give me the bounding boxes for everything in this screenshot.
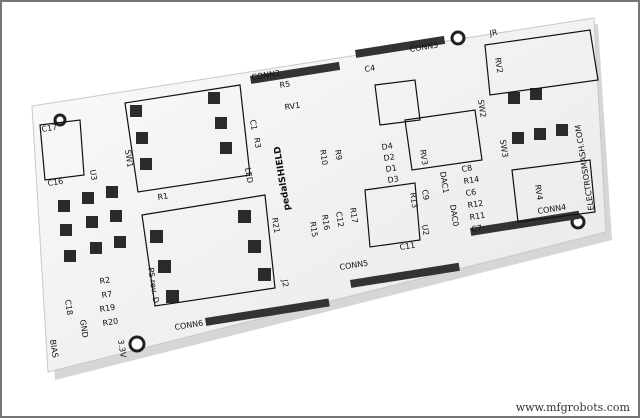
label-r21: R21: [270, 217, 281, 234]
label-c4: C4: [364, 63, 376, 74]
label-r12: R12: [467, 199, 484, 210]
label-sw2: SW2: [476, 99, 488, 118]
label-c16: C16: [47, 177, 64, 188]
label-c1: C1: [248, 119, 259, 131]
label-sw3: SW3: [498, 139, 510, 158]
label-jr: JR: [488, 28, 499, 38]
label-c7: C7: [471, 223, 483, 234]
label-rv1: RV1: [284, 101, 301, 112]
label-r1: R1: [157, 191, 169, 202]
pads: [58, 88, 568, 303]
label-u3: U3: [88, 169, 99, 181]
label-dac0: DAC0: [448, 204, 460, 227]
label-conn6: CONN6: [174, 319, 204, 332]
label-r11: R11: [469, 211, 486, 222]
label-r10: R10: [318, 149, 329, 166]
label-j2: J2: [280, 278, 290, 288]
label-d4: D4: [381, 141, 394, 152]
label-d2: D2: [383, 152, 396, 163]
label-r7: R7: [101, 289, 113, 300]
label-sw1: SW1: [123, 149, 135, 168]
label-rv4: RV4: [533, 184, 544, 201]
silkscreen-outlines: [39, 29, 599, 307]
label-3v3: 3.3V: [116, 339, 128, 359]
label-r14: R14: [463, 175, 480, 186]
label-gnd: GND: [78, 319, 90, 339]
label-r19: R19: [99, 303, 116, 314]
label-d3: D3: [387, 174, 400, 185]
label-rv3: RV3: [418, 149, 429, 166]
label-c6: C6: [465, 187, 477, 198]
label-c9: C9: [420, 189, 431, 201]
label-c8: C8: [461, 163, 473, 174]
label-r15: R15: [308, 221, 319, 238]
label-rv2: RV2: [493, 57, 504, 74]
label-r17: R17: [348, 207, 359, 224]
label-conn5: CONN5: [339, 259, 369, 272]
label-r2: R2: [99, 275, 111, 286]
label-led: LED: [243, 167, 254, 184]
label-r16: R16: [320, 214, 331, 231]
label-r5: R5: [279, 79, 291, 90]
label-r3: R3: [252, 137, 263, 149]
label-c18: C18: [63, 299, 74, 316]
label-u2: U2: [420, 224, 431, 236]
label-c12: C12: [334, 211, 345, 228]
label-c11: C11: [399, 241, 416, 252]
label-r20: R20: [102, 317, 119, 328]
label-dac1: DAC1: [438, 171, 450, 194]
watermark: www.mfgrobots.com: [515, 401, 630, 414]
label-conn2: CONN2: [251, 69, 281, 82]
mounting-holes: [53, 30, 586, 353]
label-c17: C17: [41, 123, 58, 134]
label-bias: BIAS: [48, 339, 60, 359]
label-d1: D1: [385, 163, 398, 174]
label-conn4: CONN4: [537, 203, 567, 216]
label-r13: R13: [408, 192, 419, 209]
label-r9: R9: [333, 149, 344, 161]
label-conn3: CONN3: [409, 41, 439, 54]
